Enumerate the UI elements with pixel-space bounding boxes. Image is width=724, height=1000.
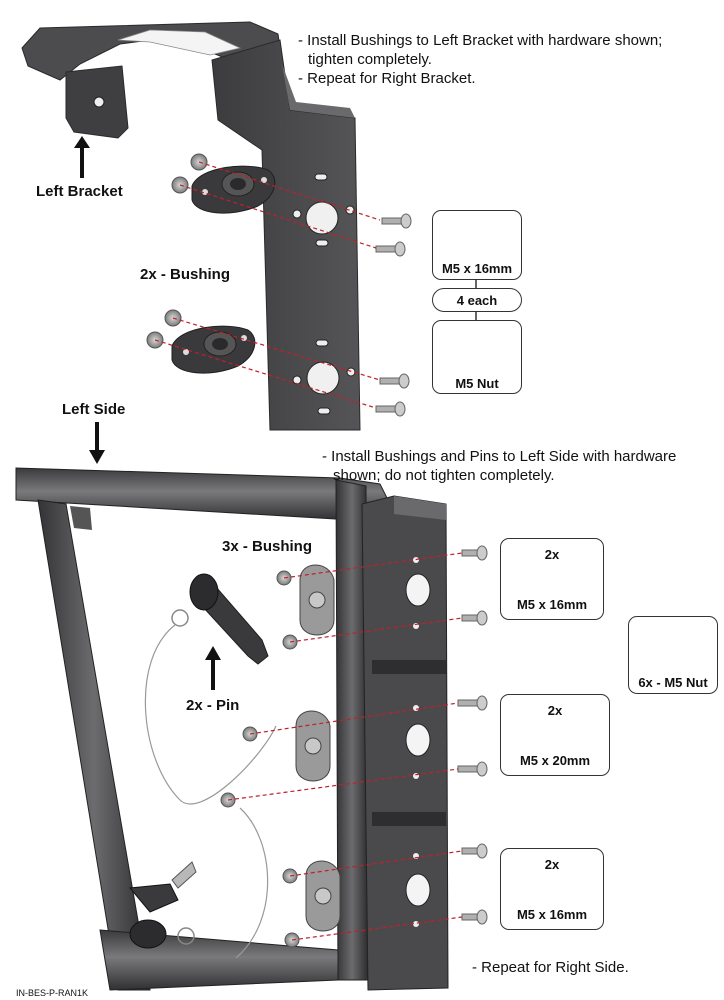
top-instruction-line-2: tighten completely. xyxy=(308,51,432,68)
left-side-arrow xyxy=(89,422,105,464)
left-bracket-label: Left Bracket xyxy=(36,183,123,200)
pin-part xyxy=(129,573,277,959)
nut-callout-box: M5 Nut xyxy=(432,320,522,394)
qty-label-a: 2x xyxy=(544,547,560,562)
pin-2x-label: 2x - Pin xyxy=(186,697,240,714)
left-bracket-part xyxy=(21,21,361,431)
bottom-instruction: - Repeat for Right Side. xyxy=(472,959,629,976)
nut-label: M5 Nut xyxy=(455,376,499,391)
nut-6x-label: 6x - M5 Nut xyxy=(638,675,708,690)
bolt-callout-box-c: 2x M5 x 20mm xyxy=(500,694,610,776)
quantity-label: 4 each xyxy=(456,293,498,308)
bushing-top-lower xyxy=(171,325,256,374)
bracket-hole xyxy=(93,96,105,108)
mid-instruction-line-1: - Install Bushings and Pins to Left Side… xyxy=(322,448,677,465)
guide-lines-top xyxy=(154,161,381,409)
doc-code: IN-BES-P-RAN1K xyxy=(16,988,89,998)
bolts-side xyxy=(457,545,488,925)
top-instruction-line-1: - Install Bushings to Left Bracket with … xyxy=(298,32,663,49)
pin-arrow xyxy=(205,646,221,690)
top-instruction-line-3: - Repeat for Right Bracket. xyxy=(298,70,476,87)
left-bracket-arrow xyxy=(74,136,90,178)
qty-label-b: 2x xyxy=(547,703,563,718)
bolt-size-label: M5 x 16mm xyxy=(441,261,513,276)
bushings-side xyxy=(295,564,341,932)
mid-instruction-line-2: shown; do not tighten completely. xyxy=(333,467,555,484)
bushing-2x-label: 2x - Bushing xyxy=(140,266,231,283)
bolt-callout-box-b: 2x M5 x 16mm xyxy=(500,538,604,620)
qty-label-c: 2x xyxy=(544,857,560,872)
guide-lines-side xyxy=(227,552,463,941)
bolts-top xyxy=(375,213,412,417)
bolt-size-label-d: M5 x 16mm xyxy=(516,907,588,922)
bushing-top-upper xyxy=(191,165,276,214)
nut-callout-box-b: 6x - M5 Nut xyxy=(628,616,718,694)
bolt-size-label-c: M5 x 20mm xyxy=(519,753,591,768)
bolt-callout-box-d: 2x M5 x 16mm xyxy=(500,848,604,930)
quantity-callout: 4 each xyxy=(432,288,522,312)
bolt-callout-box: M5 x 16mm xyxy=(432,210,522,280)
bolt-size-label-b: M5 x 16mm xyxy=(516,597,588,612)
left-side-frame xyxy=(15,467,449,991)
bushing-3x-label: 3x - Bushing xyxy=(222,538,313,555)
left-side-label: Left Side xyxy=(62,401,126,418)
